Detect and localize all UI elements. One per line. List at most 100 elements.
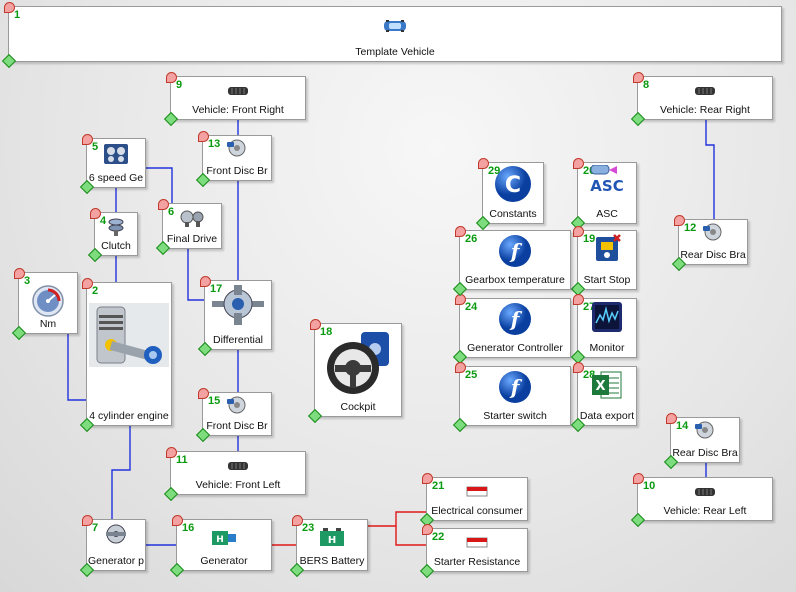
gearbox-icon [103,143,129,170]
block-number: 22 [432,531,445,543]
block-label: Generator [200,555,248,567]
asc-icon: ASC [587,164,627,200]
block-input-port[interactable] [422,473,433,484]
block-input-port[interactable] [4,2,15,13]
block-number: 10 [643,480,656,492]
block-number: 18 [320,326,333,338]
block-input-port[interactable] [292,515,303,526]
block-input-port[interactable] [172,515,183,526]
block-input-port[interactable] [82,278,93,289]
svg-text:f: f [509,239,523,263]
block-input-port[interactable] [633,473,644,484]
block-input-port[interactable] [666,413,677,424]
block-input-port[interactable] [478,158,489,169]
block-label: Constants [489,208,537,220]
block-input-port[interactable] [158,199,169,210]
block-input-port[interactable] [198,131,209,142]
block-input-port[interactable] [82,515,93,526]
block-number: 17 [210,283,223,295]
block-input-port[interactable] [14,268,25,279]
block-input-port[interactable] [573,226,584,237]
wire-final-drive-differential[interactable] [187,249,204,301]
wire-engine-generator-pulley[interactable] [111,426,131,519]
block-number: 6 [168,206,175,218]
tire-icon [227,83,249,101]
block-input-port[interactable] [90,208,101,219]
block-input-port[interactable] [674,215,685,226]
block-input-port[interactable] [573,294,584,305]
constants-icon: C [494,165,532,208]
block-input-port[interactable] [166,72,177,83]
block-label: Rear Disc Bra [680,249,746,261]
block-input-port[interactable] [455,226,466,237]
block-input-port[interactable] [310,319,321,330]
generator-icon: H [210,526,238,553]
block-label: Nm [39,318,57,330]
block-label: 4 cylinder engine [89,410,169,422]
block-input-port[interactable] [422,524,433,535]
wire-gearbox-final-drive[interactable] [146,167,173,203]
battery-icon: H [318,526,346,553]
block-number: 11 [176,454,188,466]
wire-rear-right-brake[interactable] [705,120,715,219]
differential-icon [210,283,266,332]
block-input-port[interactable] [200,276,211,287]
block-label: Front Disc Br [206,165,268,177]
svg-text:X: X [595,379,605,394]
block-label: Starter switch [483,410,547,422]
function-icon: f [498,370,532,409]
block-label: Differential [213,334,263,346]
wire-battery-consumer[interactable] [368,511,426,527]
block-label: Generator Controller [467,342,563,354]
block-number: 21 [432,480,445,492]
block-number: 13 [208,138,221,150]
block-input-port[interactable] [455,362,466,373]
block-label: Final Drive [166,233,218,245]
block-input-port[interactable] [198,388,209,399]
wire-torque-engine[interactable] [67,334,86,401]
disc-brake-icon [694,421,716,444]
block-label: 6 speed Ge [88,172,144,184]
block-input-port[interactable] [573,158,584,169]
block-label: Vehicle: Front Left [195,479,281,491]
block-number: 9 [176,79,183,91]
generator-pulley-icon [104,522,128,551]
block-input-port[interactable] [82,134,93,145]
block-input-port[interactable] [573,362,584,373]
svg-text:f: f [509,375,523,399]
block-number: 24 [465,301,478,313]
block-input-port[interactable] [166,447,177,458]
block-input-port[interactable] [633,72,644,83]
block-number: 19 [583,233,596,245]
